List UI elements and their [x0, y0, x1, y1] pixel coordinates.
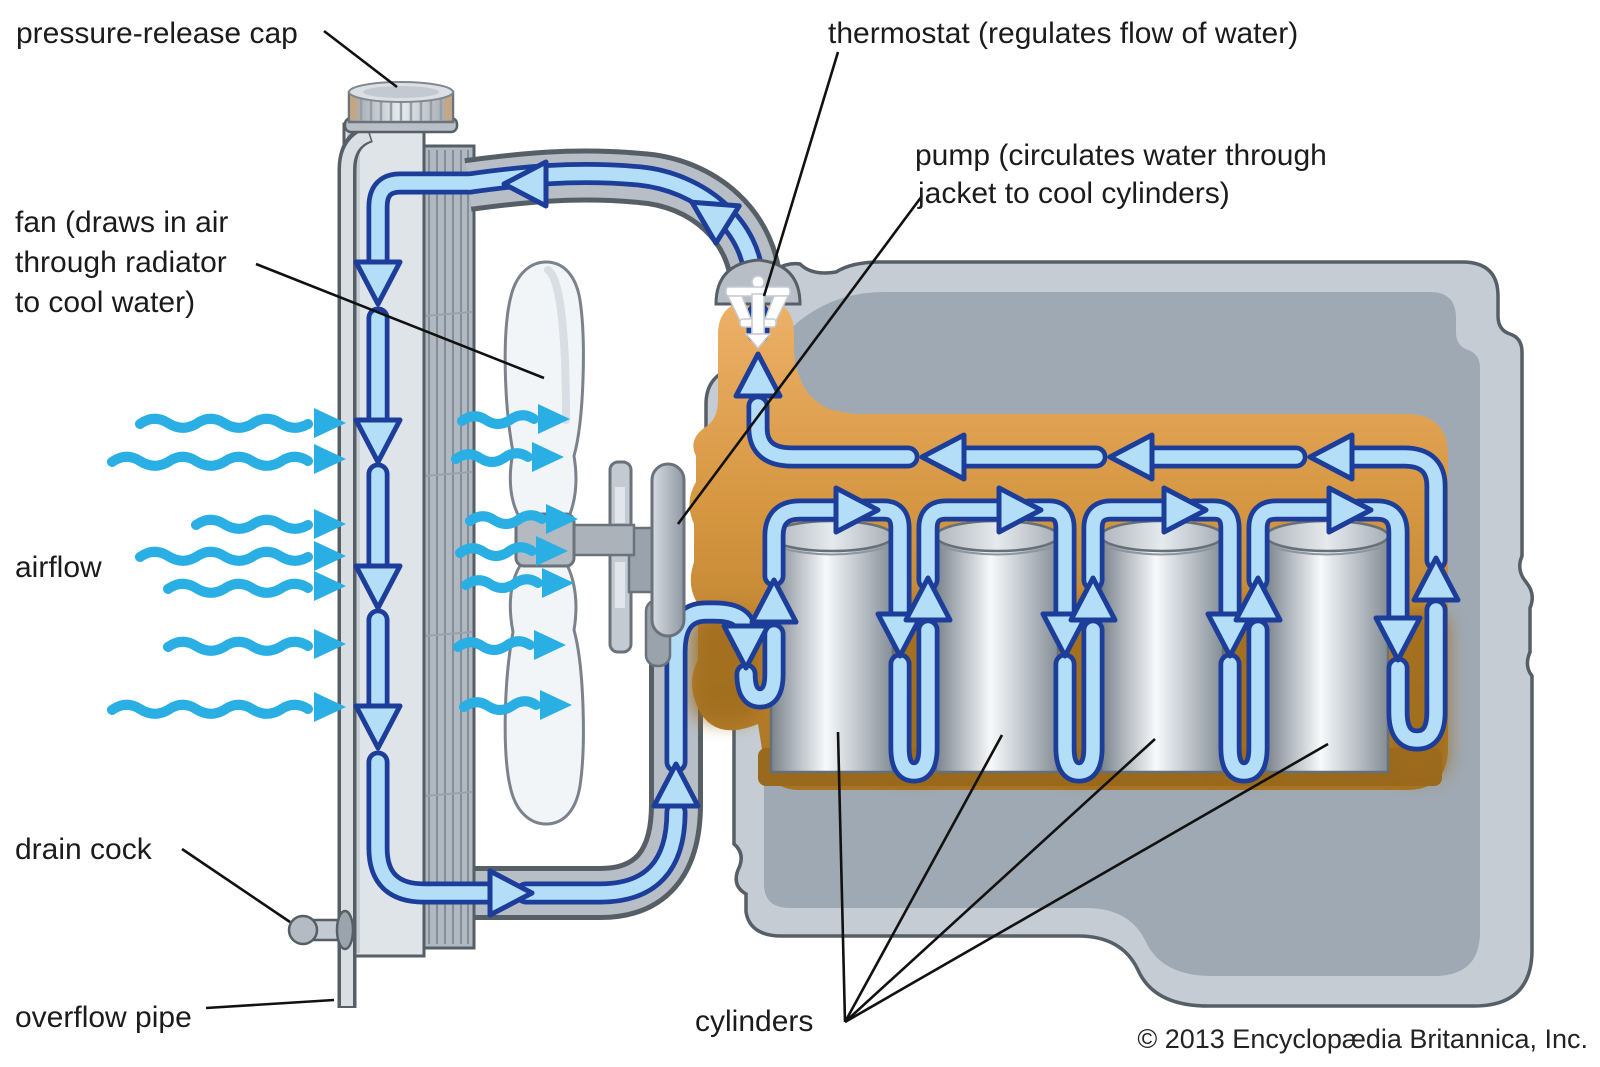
- cylinder-3: [1099, 519, 1225, 774]
- label-pump-line2: jacket to cool cylinders): [917, 177, 1230, 210]
- fan-blade-top: [503, 260, 585, 540]
- cylinder-2: [934, 519, 1060, 774]
- drain-cock: [287, 909, 355, 951]
- cylinder-4: [1264, 519, 1390, 774]
- fan-bracket-notch: [615, 562, 625, 608]
- fan-blade-highlight: [544, 266, 570, 424]
- fan-blade-bottom: [503, 544, 585, 826]
- label-thermostat: thermostat (regulates flow of water): [828, 17, 1298, 50]
- leader-drain-cock: [181, 847, 291, 924]
- overflow-pipe: [337, 123, 374, 1008]
- leader-cylinders: [836, 731, 1329, 1024]
- label-fan-line3: to cool water): [15, 286, 195, 319]
- coolant-flow: [356, 162, 1458, 915]
- thermostat-icon: [714, 258, 802, 350]
- coolant-flow-fills: [371, 166, 1443, 900]
- leader-pump: [676, 195, 924, 525]
- leader-thermostat: [762, 51, 840, 297]
- label-fan-line1: fan (draws in air: [15, 206, 228, 239]
- label-overflow-pipe: overflow pipe: [15, 1001, 192, 1034]
- pressure-release-cap: [343, 81, 459, 134]
- label-pump-line1: pump (circulates water through: [915, 139, 1327, 172]
- fan-bracket-notch: [615, 487, 625, 523]
- leader-pressure-cap: [323, 29, 398, 89]
- leader-overflow-pipe: [205, 998, 335, 1010]
- cylinder-1: [769, 519, 895, 774]
- airflow-arrows-left: [107, 408, 346, 722]
- copyright-notice: © 2013 Encyclopædia Britannica, Inc.: [1137, 1024, 1588, 1054]
- label-pressure-release-cap: pressure-release cap: [16, 17, 298, 50]
- labels: pressure-release cap thermostat (regulat…: [15, 17, 1588, 1054]
- label-fan-line2: through radiator: [15, 246, 227, 279]
- leader-fan: [255, 262, 545, 380]
- label-airflow: airflow: [15, 551, 102, 584]
- airflow-arrows-right: [451, 404, 578, 720]
- label-cylinders: cylinders: [695, 1005, 813, 1038]
- label-drain-cock: drain cock: [15, 833, 153, 866]
- leader-lines: [181, 29, 1329, 1024]
- pump-body: [650, 462, 686, 638]
